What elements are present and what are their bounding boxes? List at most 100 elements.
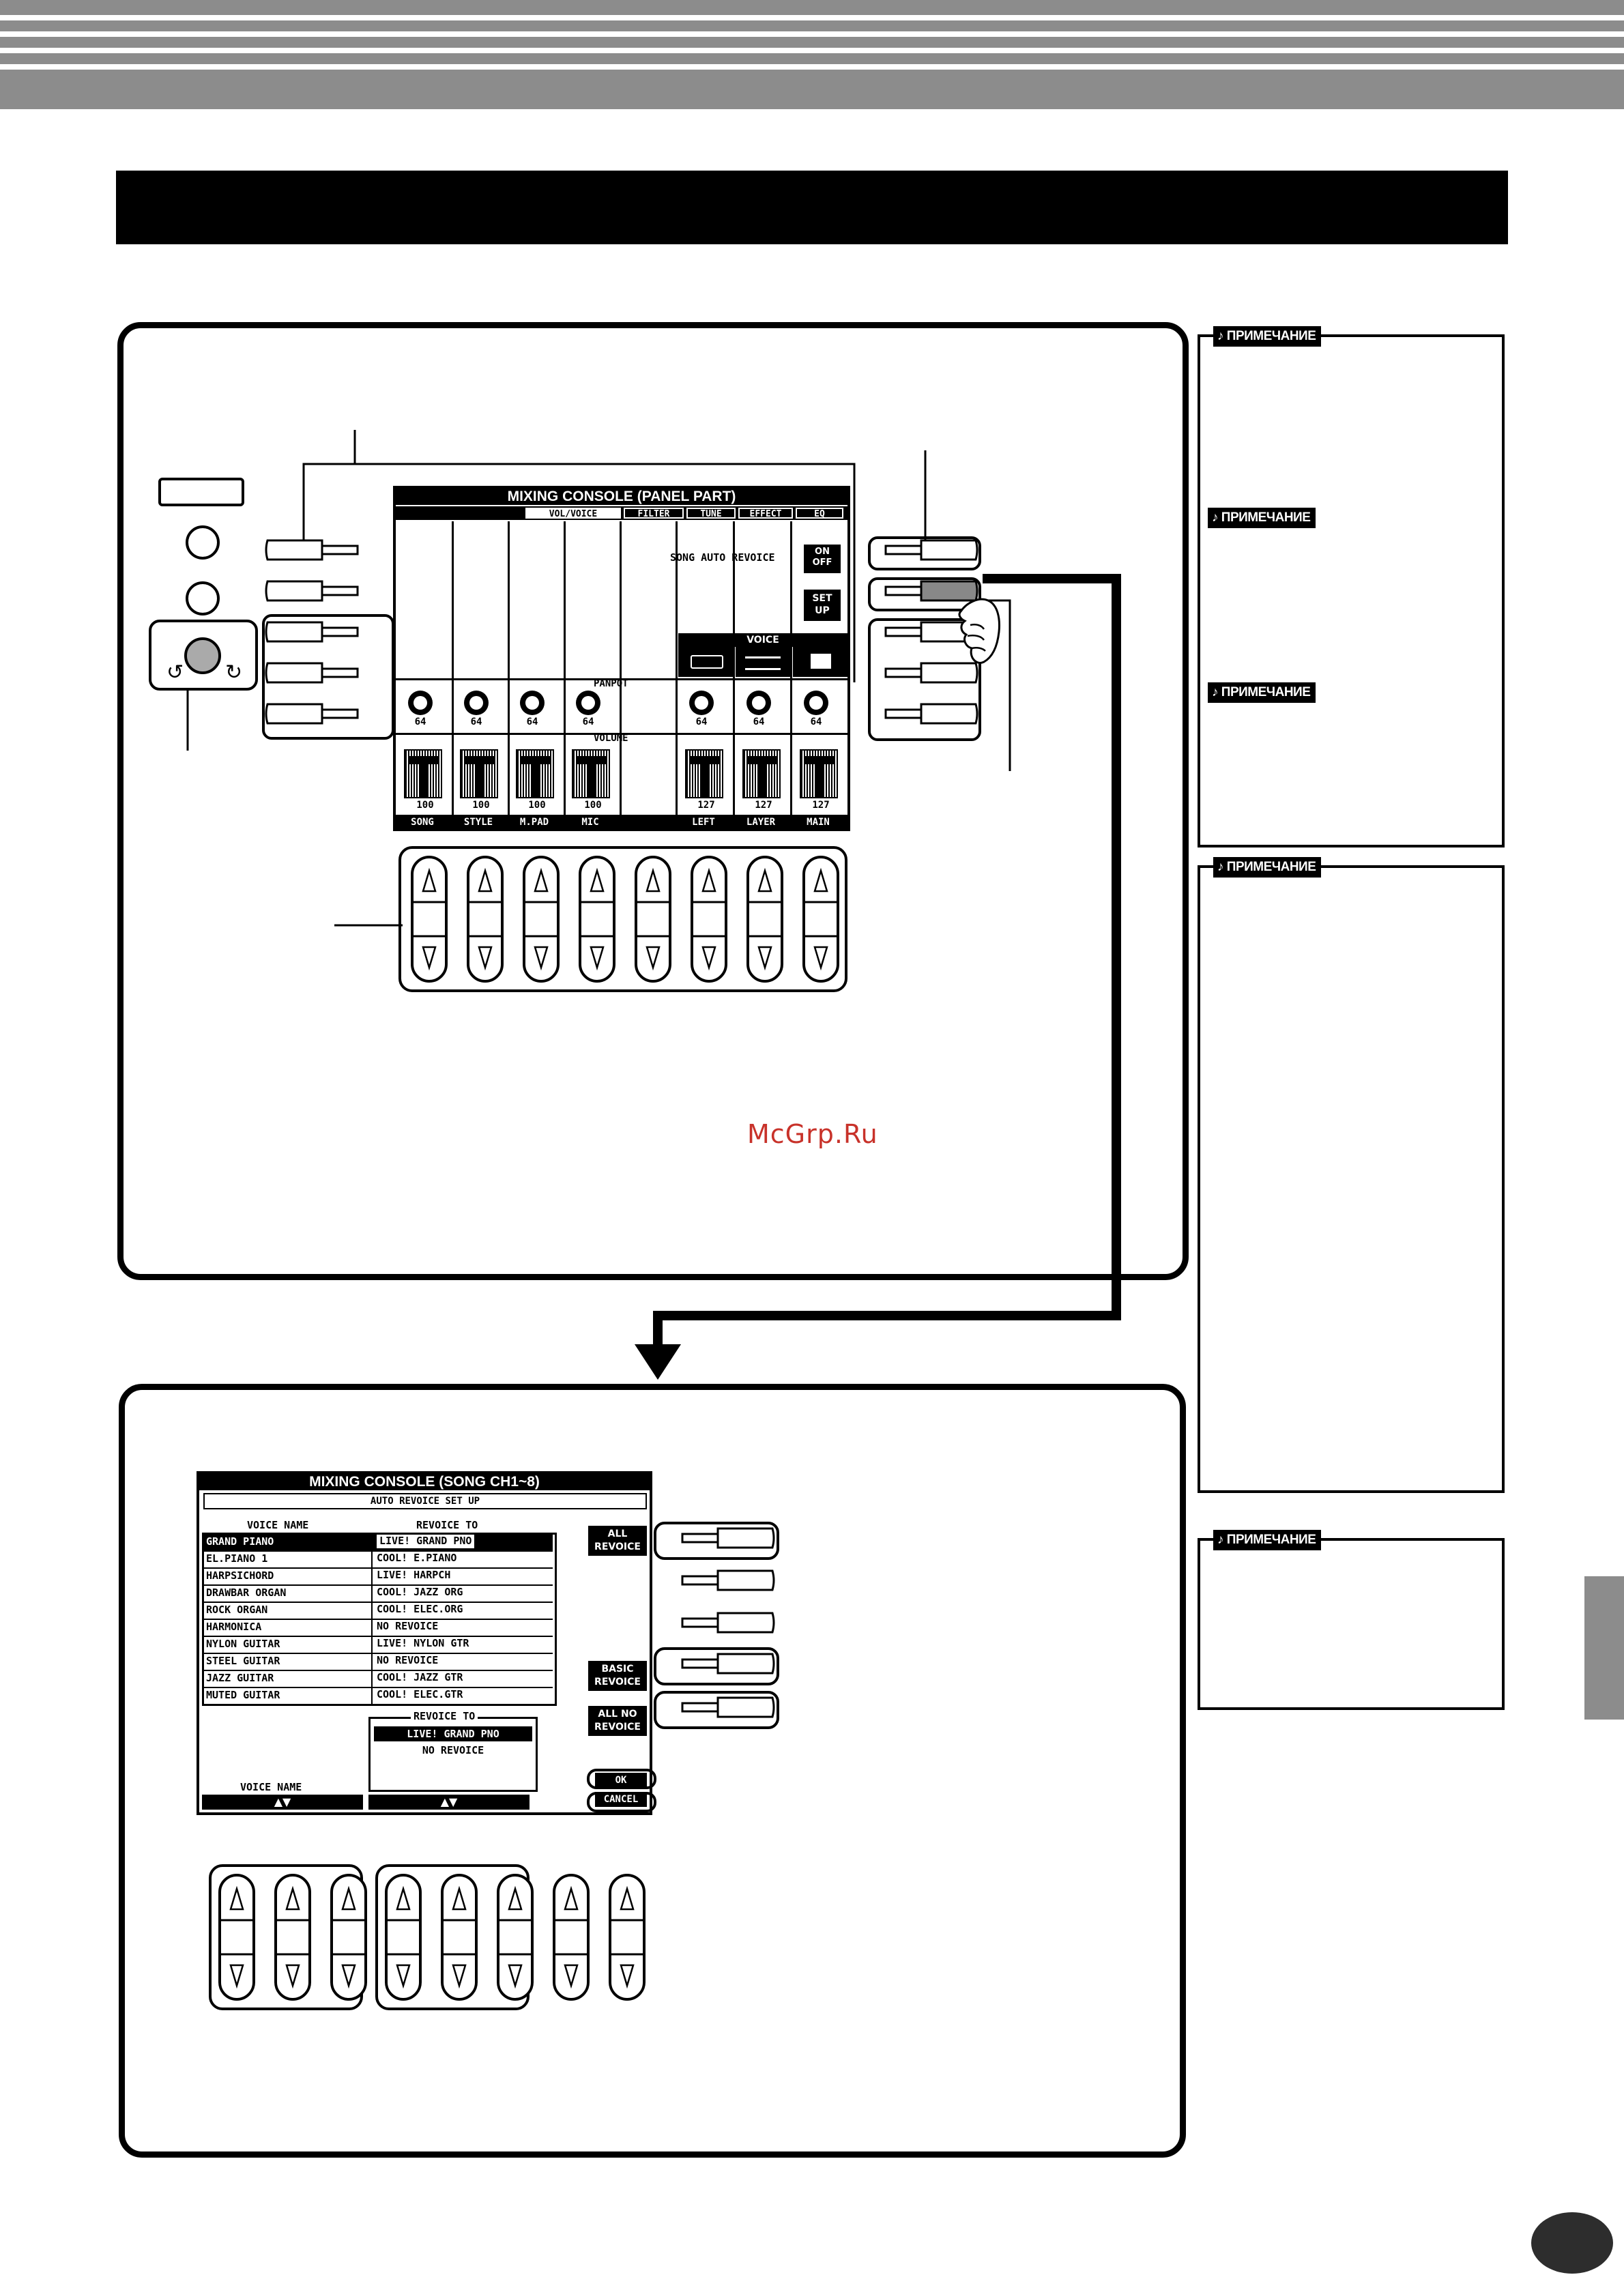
lcd-left-button-4[interactable] (265, 659, 360, 686)
updown-button-3[interactable] (521, 854, 561, 984)
note-label: ПРИМЕЧАНИЕ (1226, 860, 1316, 874)
bottom-updown-button-3[interactable] (329, 1872, 368, 2002)
lcd-left-button-3[interactable] (265, 618, 360, 646)
note-icon: ♪ (1217, 860, 1224, 874)
volume-label: VOLUME (594, 733, 628, 744)
tab-effect[interactable]: EFFECT (738, 508, 793, 519)
table-row[interactable] (203, 1653, 553, 1671)
panel-button-2[interactable] (186, 581, 220, 615)
footer-voice-name: VOICE NAME (240, 1781, 302, 1793)
bottom-updown-button-4[interactable] (383, 1872, 423, 2002)
lcd-right-button-4[interactable] (883, 659, 978, 686)
revoice-to-cell: LIVE! GRAND PNO (377, 1535, 475, 1548)
revoice-option[interactable]: NO REVOICE (422, 1744, 484, 1756)
fader-stem (757, 756, 766, 797)
right-lcd-button-group-top (868, 536, 981, 570)
panpot-knob-center (752, 696, 766, 710)
volume-value: 100 (528, 800, 546, 811)
updown-arrows-icon: ▲▼ (440, 1795, 458, 1808)
lcd-bottom-right-button-1[interactable] (680, 1524, 775, 1552)
part-label-left: LEFT (692, 817, 715, 828)
lcd-left-button-5[interactable] (265, 700, 360, 727)
table-row[interactable] (203, 1568, 553, 1586)
panpot-value: 64 (526, 716, 538, 727)
table-row[interactable] (203, 1636, 553, 1654)
table-row[interactable] (203, 1670, 553, 1688)
part-label-mpad: M.PAD (519, 817, 549, 828)
panpot-value: 64 (582, 716, 594, 727)
table-row[interactable] (203, 1687, 553, 1705)
section-title-bar (116, 171, 1508, 244)
note-icon: ♪ (1217, 1533, 1224, 1547)
set-up-button[interactable]: SET UP (804, 590, 841, 621)
basic-revoice-button-outline (654, 1647, 779, 1685)
all-revoice-button-outline (654, 1522, 779, 1560)
bottom-updown-button-6[interactable] (495, 1872, 535, 2002)
ok-button-outline (587, 1769, 656, 1789)
page-number-badge (1531, 2212, 1613, 2274)
ok-button[interactable]: OK (595, 1773, 647, 1788)
cancel-button[interactable]: CANCEL (595, 1792, 647, 1807)
bottom-updown-button-5[interactable] (439, 1872, 479, 2002)
tab-filter[interactable]: FILTER (624, 508, 684, 519)
table-row[interactable] (203, 1585, 553, 1603)
on-off-button[interactable]: ON OFF (804, 545, 841, 573)
part-label-mic: MIC (581, 817, 599, 828)
lcd-title: MIXING CONSOLE (PANEL PART) (396, 489, 847, 505)
bottom-updown-button-7[interactable] (551, 1872, 591, 2002)
all-revoice-button[interactable]: ALL REVOICE (588, 1526, 647, 1556)
column-divider (371, 1534, 373, 1705)
note-label: ПРИМЕЧАНИЕ (1221, 510, 1311, 525)
updown-button-8[interactable] (801, 854, 841, 984)
cycle-arrows-icon: ↺ (166, 661, 184, 684)
updown-button-2[interactable] (465, 854, 505, 984)
cycle-arrows-icon-right: ↻ (225, 661, 243, 684)
volume-value: 127 (697, 800, 715, 811)
voice-name-cell: GRAND PIANO (206, 1535, 274, 1548)
column-divider (452, 521, 454, 815)
updown-button-6[interactable] (689, 854, 729, 984)
tab-tune[interactable]: TUNE (686, 508, 736, 519)
revoice-to-box-title: REVOICE TO (411, 1710, 478, 1722)
revoice-arrow-bar[interactable]: ▲▼ (368, 1795, 530, 1810)
table-row[interactable] (203, 1619, 553, 1637)
updown-button-7[interactable] (745, 854, 785, 984)
lcd-right-button-1[interactable] (883, 536, 978, 564)
updown-button-1[interactable] (409, 854, 449, 984)
panpot-knob-center (414, 696, 427, 710)
table-row[interactable] (203, 1551, 553, 1569)
revoice-to-cell: LIVE! NYLON GTR (377, 1637, 469, 1649)
bottom-updown-button-8[interactable] (607, 1872, 647, 2002)
lcd-bottom-right-button-3[interactable] (680, 1609, 775, 1636)
lcd-right-button-2[interactable] (883, 577, 978, 605)
bottom-updown-button-1[interactable] (217, 1872, 257, 2002)
voice-name-arrow-bar[interactable]: ▲▼ (202, 1795, 363, 1810)
top-updown-button-group (398, 846, 847, 992)
lcd-left-button-1[interactable] (265, 536, 360, 564)
lcd-bottom-right-button-2[interactable] (680, 1567, 775, 1594)
revoice-to-cell: COOL! ELEC.ORG (377, 1603, 463, 1615)
lcd-bottom-right-button-5[interactable] (680, 1694, 775, 1721)
lcd-bottom-right-button-4[interactable] (680, 1650, 775, 1677)
tab-eq[interactable]: EQ (796, 508, 843, 519)
revoice-option-selected[interactable]: LIVE! GRAND PNO (374, 1726, 532, 1741)
part-label-style: STYLE (463, 817, 493, 828)
table-row[interactable] (203, 1602, 553, 1620)
bottom-updown-button-2[interactable] (273, 1872, 313, 2002)
lcd-subtitle: AUTO REVOICE SET UP (203, 1493, 647, 1509)
voice-icon-layer[interactable] (736, 647, 790, 677)
fader-stem (587, 756, 595, 797)
voice-icon-left[interactable] (678, 647, 733, 677)
updown-button-4[interactable] (577, 854, 617, 984)
all-no-revoice-button[interactable]: ALL NO REVOICE (588, 1706, 647, 1736)
voice-header: VOICE (678, 633, 847, 647)
mixing-console-button[interactable] (184, 637, 221, 674)
basic-revoice-button[interactable]: BASIC REVOICE (588, 1661, 647, 1691)
updown-button-5[interactable] (633, 854, 673, 984)
lcd-left-button-2[interactable] (265, 577, 360, 605)
panel-button-1[interactable] (186, 525, 220, 560)
set-label: SET (812, 593, 832, 604)
note-box-3 (1198, 1538, 1505, 1710)
lcd-right-button-5[interactable] (883, 700, 978, 727)
tab-vol-voice[interactable]: VOL/VOICE (525, 508, 621, 519)
